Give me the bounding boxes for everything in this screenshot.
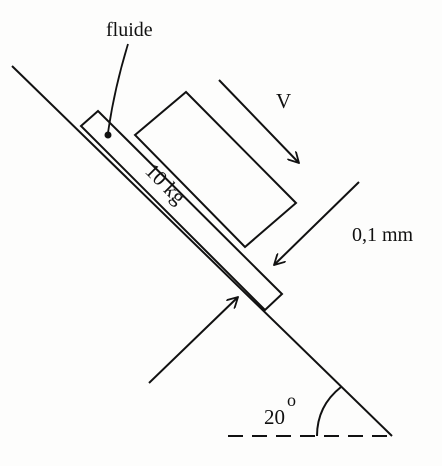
velocity-arrow [218, 79, 299, 163]
angle-arc [316, 386, 342, 437]
gap-arrow-lower [148, 297, 238, 384]
fluid-pointer-line [107, 43, 129, 134]
angle-degree-symbol: o [287, 390, 296, 410]
fluid-label: fluide [106, 19, 153, 41]
incline-surface [11, 65, 393, 437]
angle-value-label: 20 [264, 405, 285, 429]
mass-block [133, 90, 298, 249]
gap-label: 0,1 mm [352, 224, 414, 246]
gap-arrow-upper [274, 181, 360, 265]
fluid-pointer-dot [104, 131, 112, 139]
fluid-film-plate [79, 109, 284, 312]
velocity-label: V [276, 89, 292, 113]
